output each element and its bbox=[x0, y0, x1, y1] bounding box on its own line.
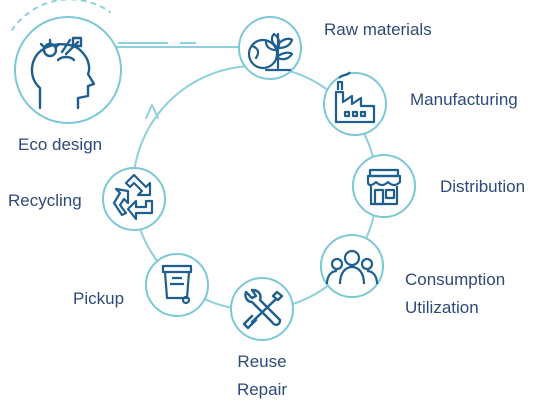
wheelie-bin-icon bbox=[161, 264, 193, 305]
head-with-ideas-icon bbox=[30, 36, 96, 110]
label-recycling: Recycling bbox=[8, 191, 82, 210]
label-utilization: Utilization bbox=[405, 298, 479, 317]
node-raw-materials bbox=[238, 16, 302, 80]
label-eco-design: Eco design bbox=[18, 135, 103, 154]
node-distribution bbox=[352, 154, 416, 218]
cycle-arrowhead bbox=[145, 104, 159, 119]
label-manufacturing: Manufacturing bbox=[410, 90, 518, 109]
label-consumption: Consumption bbox=[405, 270, 506, 289]
storefront-icon bbox=[366, 168, 402, 206]
globe-with-plant-icon bbox=[247, 32, 294, 72]
factory-icon bbox=[334, 71, 376, 124]
label-distribution: Distribution bbox=[440, 177, 526, 196]
label-raw-materials: Raw materials bbox=[324, 20, 432, 39]
label-repair: Repair bbox=[236, 380, 288, 399]
eco-design-dashed-arc bbox=[11, 0, 111, 31]
label-pickup: Pickup bbox=[73, 289, 125, 308]
people-group-icon bbox=[325, 249, 379, 285]
label-reuse: Reuse bbox=[237, 352, 287, 371]
node-eco-design bbox=[14, 16, 122, 124]
node-recycling bbox=[102, 167, 166, 231]
node-pickup bbox=[145, 253, 209, 317]
node-manufacturing bbox=[323, 71, 387, 136]
recycle-icon bbox=[112, 173, 154, 221]
node-consumption bbox=[320, 234, 384, 298]
wrench-screwdriver-icon bbox=[242, 288, 284, 330]
node-reuse bbox=[230, 277, 294, 341]
